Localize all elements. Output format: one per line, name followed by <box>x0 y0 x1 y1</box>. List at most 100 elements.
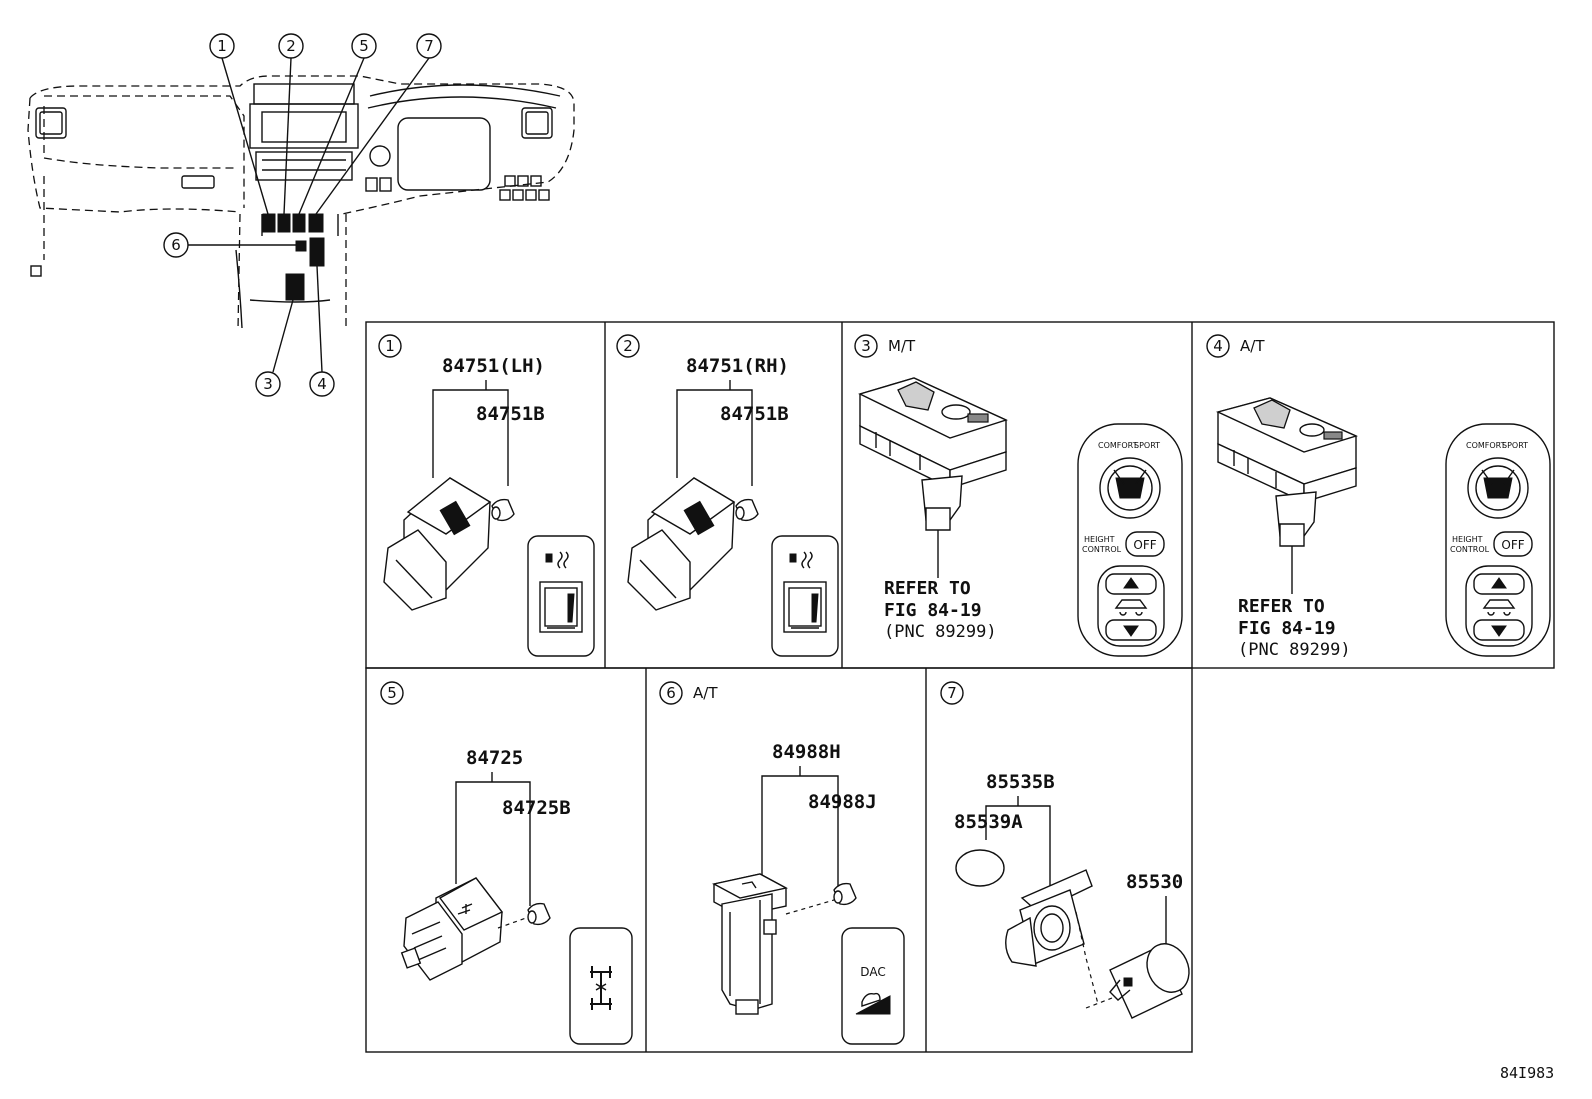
suspension-control-face-at: COMFORT SPORT HEIGHT CONTROL OFF <box>1445 423 1551 657</box>
callout-2[interactable]: 2 <box>278 33 304 59</box>
figure-id: 84I983 <box>1500 1064 1554 1082</box>
panel-2-number: 2 <box>616 334 640 358</box>
callout-4[interactable]: 4 <box>309 371 335 397</box>
dac-switch-clip <box>833 882 857 906</box>
part-number-85539a[interactable]: 85539A <box>954 811 1023 833</box>
downhill-slope-icon <box>855 995 891 1015</box>
panel-7: 7 85535B 85539A 85530 <box>940 681 1190 1019</box>
part-number-84751-rh[interactable]: 84751(RH) <box>686 355 789 377</box>
svg-text:7: 7 <box>424 37 434 55</box>
suspension-control-switch-at <box>1215 397 1358 547</box>
panel-4-number: 4 <box>1206 334 1230 358</box>
4wd-switch <box>400 877 504 981</box>
callout-1[interactable]: 1 <box>209 33 235 59</box>
part-number-84725[interactable]: 84725 <box>466 747 523 769</box>
panel-6-number: 6 <box>659 681 683 705</box>
switch-block-7 <box>308 213 324 233</box>
height-control-label-mt: HEIGHT <box>1084 535 1115 544</box>
svg-text:5: 5 <box>387 684 397 702</box>
part-number-84725b[interactable]: 84725B <box>502 797 571 819</box>
panel-1-number: 1 <box>378 334 402 358</box>
off-button-mt[interactable]: OFF <box>1125 531 1165 557</box>
part-number-85530[interactable]: 85530 <box>1126 871 1183 893</box>
switch-block-3 <box>285 273 305 301</box>
svg-text:4: 4 <box>317 375 327 393</box>
power-outlet-socket <box>1109 943 1190 1019</box>
svg-text:7: 7 <box>947 684 957 702</box>
svg-text:5: 5 <box>359 37 369 55</box>
4wd-switch-face <box>569 927 633 1045</box>
raise-arrow-icon <box>1491 577 1507 589</box>
part-number-84988j[interactable]: 84988J <box>808 791 877 813</box>
svg-text:CONTROL: CONTROL <box>1450 545 1490 554</box>
panel-grid <box>365 321 1555 1053</box>
svg-text:2: 2 <box>286 37 296 55</box>
panel-3: 3 M/T REFER TO FIG 84-19 (PNC 89299) COM… <box>854 334 1183 657</box>
svg-text:OFF: OFF <box>1133 538 1156 552</box>
svg-text:COMFORT: COMFORT <box>1466 441 1506 450</box>
panel-4-refer-fig[interactable]: FIG 84-19 <box>1238 618 1336 639</box>
panel-4-refer-to[interactable]: REFER TO <box>1238 596 1325 617</box>
panel-3-refer-pnc[interactable]: (PNC 89299) <box>884 622 997 642</box>
panel-5-number: 5 <box>380 681 404 705</box>
switch-block-5 <box>292 213 306 233</box>
dac-switch <box>712 873 788 1015</box>
4wd-drive-icon <box>590 966 612 1010</box>
part-number-84751b-rh[interactable]: 84751B <box>720 403 789 425</box>
switch-clip-rh <box>735 498 759 522</box>
panel-3-variant: M/T <box>888 337 916 355</box>
switch-block-4 <box>309 237 325 267</box>
panel-3-refer-to[interactable]: REFER TO <box>884 578 971 599</box>
power-outlet-housing <box>1005 869 1093 967</box>
lower-arrow-icon <box>1123 625 1139 637</box>
seat-heater-switch-rh <box>627 477 736 611</box>
raise-arrow-icon <box>1123 577 1139 589</box>
power-outlet-cap <box>955 849 1005 887</box>
callout-7[interactable]: 7 <box>416 33 442 59</box>
seat-heater-switch-face-rh <box>771 535 839 657</box>
svg-text:1: 1 <box>385 337 395 355</box>
dashboard-overview: 1 2 5 7 6 3 4 <box>27 33 575 397</box>
suspension-control-face-mt: COMFORT SPORT HEIGHT CONTROL OFF <box>1077 423 1183 657</box>
panel-7-number: 7 <box>940 681 964 705</box>
callout-6[interactable]: 6 <box>163 232 189 258</box>
part-number-84751-lh[interactable]: 84751(LH) <box>442 355 545 377</box>
panel-3-number: 3 <box>854 334 878 358</box>
height-rocker-mt[interactable] <box>1097 565 1165 647</box>
svg-text:COMFORT: COMFORT <box>1098 441 1138 450</box>
svg-text:6: 6 <box>666 684 676 702</box>
part-number-84751b-lh[interactable]: 84751B <box>476 403 545 425</box>
svg-text:3: 3 <box>861 337 871 355</box>
vehicle-height-icon <box>1114 599 1148 616</box>
callout-5[interactable]: 5 <box>351 33 377 59</box>
svg-text:3: 3 <box>263 375 273 393</box>
callout-3[interactable]: 3 <box>255 371 281 397</box>
panel-1: 1 84751(LH) 84751B <box>378 334 595 657</box>
lower-arrow-icon <box>1491 625 1507 637</box>
panel-3-refer-fig[interactable]: FIG 84-19 <box>884 600 982 621</box>
height-rocker-at[interactable] <box>1465 565 1533 647</box>
right-switch-bank <box>499 175 550 201</box>
svg-text:4: 4 <box>1213 337 1223 355</box>
panel-4: 4 A/T REFER TO FIG 84-19 (PNC 89299) COM… <box>1206 334 1551 660</box>
switch-clip-lh <box>491 498 515 522</box>
panel-4-refer-pnc[interactable]: (PNC 89299) <box>1238 640 1351 660</box>
seat-heater-switch-lh <box>383 477 492 611</box>
part-number-84988h[interactable]: 84988H <box>772 741 841 763</box>
panel-6: 6 A/T 84988H 84988J DAC <box>659 681 905 1045</box>
svg-text:OFF: OFF <box>1501 538 1524 552</box>
switch-block-6 <box>295 240 307 252</box>
off-button-at[interactable]: OFF <box>1493 531 1533 557</box>
height-control-label-at: HEIGHT <box>1452 535 1483 544</box>
part-number-85535b[interactable]: 85535B <box>986 771 1055 793</box>
panel-4-variant: A/T <box>1240 337 1265 355</box>
panel-6-variant: A/T <box>693 684 718 702</box>
svg-text:2: 2 <box>623 337 633 355</box>
svg-text:1: 1 <box>217 37 227 55</box>
svg-text:SPORT: SPORT <box>1134 441 1160 450</box>
dac-switch-face: DAC <box>841 927 905 1045</box>
vehicle-height-icon <box>1482 599 1516 616</box>
svg-text:6: 6 <box>171 236 181 254</box>
switch-block-1 <box>262 213 276 233</box>
